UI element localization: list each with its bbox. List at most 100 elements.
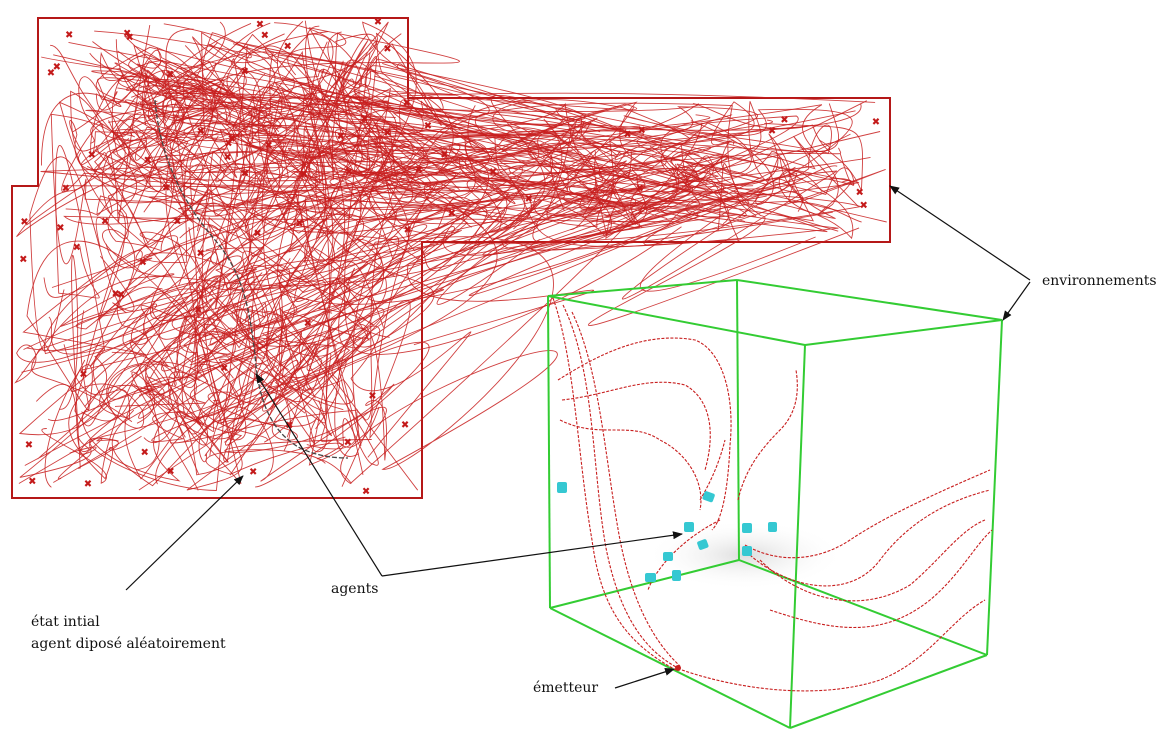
agent-marker-2d: ✖ xyxy=(360,114,368,125)
agent-marker-2d: ✖ xyxy=(872,117,880,128)
trajectory-2d xyxy=(224,324,395,461)
trajectory-2d xyxy=(93,39,282,171)
agent-marker-2d: ✖ xyxy=(220,364,228,375)
trajectory-2d xyxy=(99,45,235,109)
trajectory-2d xyxy=(315,325,472,458)
agent-marker-2d: ✖ xyxy=(79,370,87,381)
agent-marker-2d: ✖ xyxy=(196,249,204,260)
agent-marker-2d: ✖ xyxy=(47,68,55,79)
trajectory-2d xyxy=(55,145,163,367)
trajectory-2d xyxy=(90,59,604,181)
trajectory-2d xyxy=(117,62,699,170)
label-environnements: environnements xyxy=(1042,273,1157,289)
agent-markers-2d: ✖✖✖✖✖✖✖✖✖✖✖✖✖✖✖✖✖✖✖✖✖✖✖✖✖✖✖✖✖✖✖✖✖✖✖✖✖✖✖✖… xyxy=(19,17,880,498)
agent-marker-2d: ✖ xyxy=(623,129,631,140)
agent-marker-2d: ✖ xyxy=(374,17,382,28)
agents-3d xyxy=(557,482,777,582)
annotation-arrows xyxy=(125,185,1031,689)
agent-marker-2d: ✖ xyxy=(166,69,174,80)
agent-marker-2d: ✖ xyxy=(117,290,125,301)
trajectory-2d xyxy=(65,103,180,215)
trajectory-2d xyxy=(61,123,450,193)
agent-marker-2d: ✖ xyxy=(856,187,864,198)
trajectory-2d xyxy=(114,78,316,399)
agent-3d xyxy=(672,570,681,581)
agent-marker-2d: ✖ xyxy=(19,255,27,266)
agent-marker-2d: ✖ xyxy=(261,31,269,42)
trajectory-2d xyxy=(229,101,804,243)
agent-marker-2d: ✖ xyxy=(337,131,345,142)
agent-marker-2d: ✖ xyxy=(123,29,131,40)
trajectory-2d xyxy=(222,234,448,340)
agent-marker-2d: ✖ xyxy=(88,150,96,161)
trajectory-2d xyxy=(240,213,387,347)
agent-marker-2d: ✖ xyxy=(638,125,646,136)
trajectory-2d xyxy=(257,21,700,262)
trajectory-2d xyxy=(261,191,400,475)
trajectory-2d xyxy=(165,22,376,337)
agent-marker-2d: ✖ xyxy=(300,170,308,181)
agent-marker-2d: ✖ xyxy=(424,121,432,132)
agent-marker-2d: ✖ xyxy=(401,420,409,431)
agent-marker-2d: ✖ xyxy=(304,319,312,330)
agent-3d xyxy=(742,523,752,533)
trajectory-2d xyxy=(218,39,435,488)
trajectory-2d xyxy=(70,25,184,224)
agent-marker-2d: ✖ xyxy=(284,41,292,52)
trajectory-2d xyxy=(289,189,493,271)
agent-marker-2d: ✖ xyxy=(28,477,36,488)
trajectory-2d xyxy=(69,361,209,455)
trajectory-2d xyxy=(318,179,550,234)
trajectory-2d xyxy=(436,133,632,305)
agent-marker-2d: ✖ xyxy=(139,258,147,269)
agent-3d xyxy=(645,573,656,582)
trajectory-2d xyxy=(269,277,380,448)
agent-marker-2d: ✖ xyxy=(383,44,391,55)
trajectory-2d xyxy=(340,122,703,485)
trajectory-2d xyxy=(343,144,488,302)
agent-marker-2d: ✖ xyxy=(344,438,352,449)
trajectory-2d xyxy=(570,122,752,231)
label-emetteur: émetteur xyxy=(533,680,599,696)
trajectory-2d xyxy=(108,120,699,228)
trajectory-2d xyxy=(14,100,868,384)
trajectory-2d xyxy=(636,106,774,205)
trajectory-2d xyxy=(107,288,445,427)
trajectory-2d xyxy=(279,307,419,491)
emitter-marker xyxy=(675,665,681,671)
agent-marker-2d: ✖ xyxy=(403,98,411,109)
arrow-agents-3d xyxy=(381,531,683,577)
label-agent-dispose: agent diposé aléatoirement xyxy=(31,636,226,652)
trajectory-2d xyxy=(68,234,219,480)
trajectory-2d xyxy=(41,52,318,166)
trajectory-2d xyxy=(226,196,401,296)
trajectory-2d xyxy=(343,52,641,348)
agent-marker-2d: ✖ xyxy=(295,218,303,229)
agent-marker-2d: ✖ xyxy=(265,141,273,152)
trajectory-2d xyxy=(261,165,730,413)
agent-marker-2d: ✖ xyxy=(101,216,109,227)
trajectory-2d xyxy=(302,99,487,175)
trajectory-2d xyxy=(172,73,361,185)
agent-marker-2d: ✖ xyxy=(241,67,249,78)
agent-marker-2d: ✖ xyxy=(73,242,81,253)
agent-marker-2d: ✖ xyxy=(362,487,370,498)
trajectory-2d xyxy=(269,32,444,118)
agent-marker-2d: ✖ xyxy=(62,184,70,195)
initial-path xyxy=(154,99,349,459)
agent-3d xyxy=(742,546,752,556)
trajectory-2d xyxy=(29,156,135,352)
agent-marker-2d: ✖ xyxy=(383,128,391,139)
trajectory-2d xyxy=(198,359,312,476)
agent-marker-2d: ✖ xyxy=(223,152,231,163)
trajectory-2d xyxy=(116,245,218,345)
agent-3d xyxy=(697,539,709,550)
trajectory-2d xyxy=(69,120,871,248)
agent-trajectories-2d xyxy=(14,20,887,491)
trajectory-2d xyxy=(692,103,863,191)
agent-marker-2d: ✖ xyxy=(525,194,533,205)
trajectory-2d xyxy=(352,95,611,159)
agent-marker-2d: ✖ xyxy=(84,479,92,490)
trajectory-2d xyxy=(502,166,854,292)
